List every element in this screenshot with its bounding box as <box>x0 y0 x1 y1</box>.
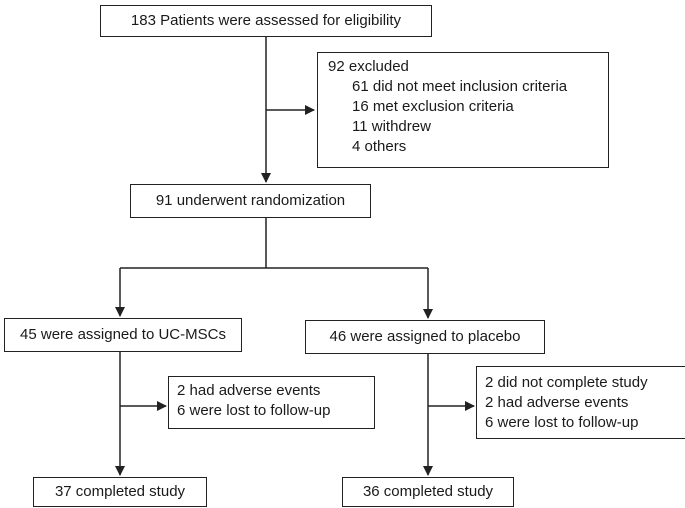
ucmsc-loss-item: 2 had adverse events <box>177 382 321 399</box>
ucmsc-loss-item: 6 were lost to follow-up <box>177 402 331 419</box>
excluded-reason: 4 others <box>352 138 407 155</box>
placebo-completed-text: 36 completed study <box>362 483 494 500</box>
randomization-box: 91 underwent randomization <box>130 184 371 218</box>
ucmsc-losses-box: 2 had adverse events 6 were lost to foll… <box>168 376 375 429</box>
excluded-reason: 16 met exclusion criteria <box>352 98 514 115</box>
placebo-loss-item: 2 did not complete study <box>485 374 648 391</box>
placebo-losses-box: 2 did not complete study 2 had adverse e… <box>476 366 685 439</box>
excluded-reason: 11 withdrew <box>352 118 431 135</box>
randomization-text: 91 underwent randomization <box>155 192 346 209</box>
assessed-box: 183 Patients were assessed for eligibili… <box>100 5 432 37</box>
excluded-title: 92 excluded <box>328 58 409 75</box>
placebo-assigned-text: 46 were assigned to placebo <box>329 328 521 345</box>
excluded-reason: 61 did not meet inclusion criteria <box>352 78 568 95</box>
ucmsc-assigned-text: 45 were assigned to UC-MSCs <box>20 326 226 343</box>
placebo-completed-box: 36 completed study <box>342 477 514 507</box>
placebo-loss-item: 6 were lost to follow-up <box>485 414 639 431</box>
ucmsc-completed-box: 37 completed study <box>33 477 207 507</box>
assessed-text: 183 Patients were assessed for eligibili… <box>130 12 402 29</box>
ucmsc-completed-text: 37 completed study <box>54 483 186 500</box>
ucmsc-assigned-box: 45 were assigned to UC-MSCs <box>4 318 242 352</box>
excluded-box: 92 excluded 61 did not meet inclusion cr… <box>317 52 609 168</box>
placebo-assigned-box: 46 were assigned to placebo <box>305 320 545 354</box>
placebo-loss-item: 2 had adverse events <box>485 394 629 411</box>
